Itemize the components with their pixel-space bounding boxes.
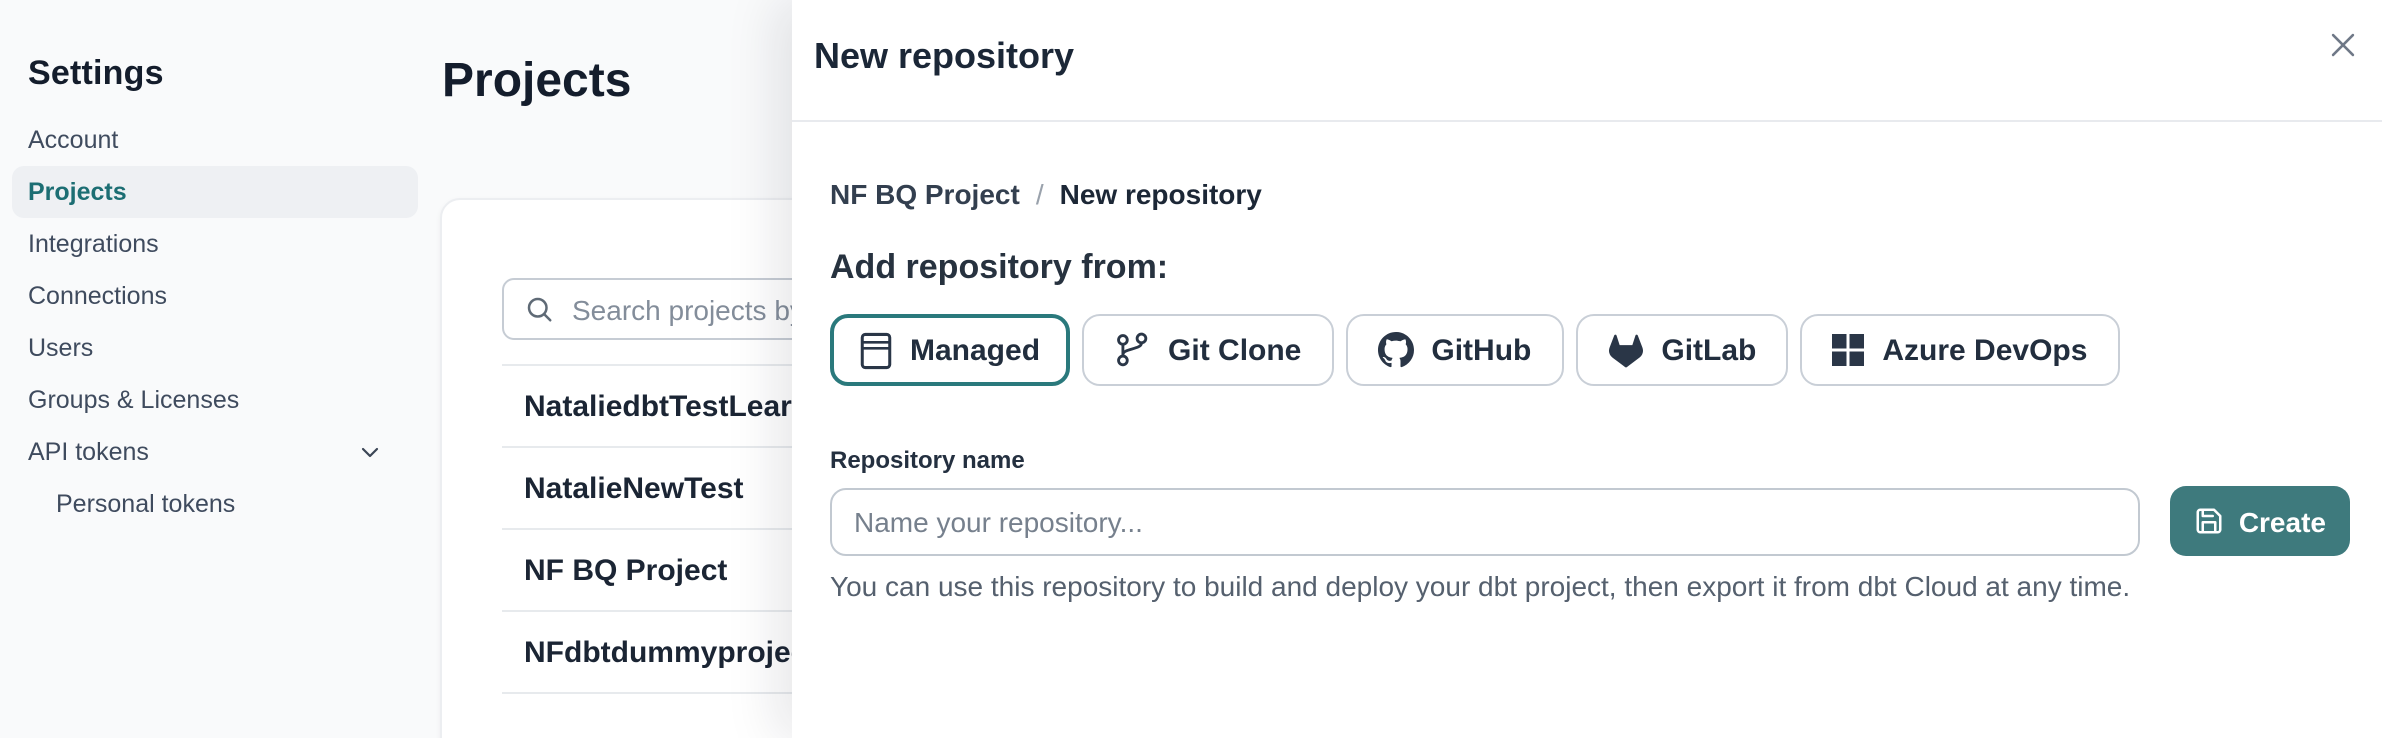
modal-body: NF BQ Project / New repository Add repos…	[792, 178, 2382, 602]
new-repository-modal: New repository NF BQ Project / New repos…	[792, 0, 2382, 738]
sidebar-item-account[interactable]: Account	[28, 126, 119, 154]
helper-text: You can use this repository to build and…	[830, 570, 2131, 602]
sidebar-item-groups-licenses[interactable]: Groups & Licenses	[28, 386, 240, 414]
settings-sidebar: Settings Account Projects Integrations C…	[0, 0, 430, 530]
azure-devops-icon	[1832, 334, 1865, 366]
breadcrumb-current: New repository	[1059, 178, 1262, 210]
github-button[interactable]: GitHub	[1345, 314, 1564, 386]
git-clone-button[interactable]: Git Clone	[1082, 314, 1334, 386]
repository-name-row: Create	[830, 486, 2350, 556]
azure-devops-button[interactable]: Azure DevOps	[1800, 314, 2120, 386]
close-icon[interactable]	[2320, 22, 2364, 66]
managed-repo-icon	[860, 331, 892, 369]
github-icon	[1377, 332, 1414, 368]
breadcrumb-separator: /	[1035, 178, 1044, 210]
repository-name-label: Repository name	[830, 446, 1025, 474]
gitlab-button[interactable]: GitLab	[1575, 314, 1789, 386]
sidebar-item-projects[interactable]: Projects	[12, 166, 418, 218]
create-button[interactable]: Create	[2170, 486, 2350, 556]
sidebar-item-users[interactable]: Users	[28, 334, 94, 362]
sidebar-item-connections[interactable]: Connections	[28, 282, 167, 310]
search-icon	[524, 294, 554, 324]
git-branch-icon	[1114, 332, 1150, 368]
chevron-down-icon	[358, 440, 382, 464]
repo-source-buttons: Managed Git Clone GitHub	[830, 314, 2350, 386]
sidebar-title: Settings	[28, 54, 164, 92]
sidebar-item-integrations[interactable]: Integrations	[28, 230, 159, 258]
breadcrumb-project-link[interactable]: NF BQ Project	[830, 178, 1020, 210]
gitlab-icon	[1607, 333, 1643, 367]
modal-header: New repository	[792, 0, 2382, 122]
breadcrumb: NF BQ Project / New repository	[830, 178, 2350, 210]
save-icon	[2195, 506, 2225, 536]
add-repository-heading: Add repository from:	[830, 248, 1169, 286]
sidebar-item-api-tokens[interactable]: API tokens	[12, 426, 418, 478]
sidebar-nav: Account Projects Integrations Connection…	[12, 114, 418, 530]
modal-title: New repository	[814, 36, 1075, 76]
page-title: Projects	[442, 54, 632, 108]
repository-name-input[interactable]	[830, 487, 2141, 555]
sidebar-item-personal-tokens[interactable]: Personal tokens	[56, 490, 236, 518]
managed-button[interactable]: Managed	[830, 314, 1071, 386]
